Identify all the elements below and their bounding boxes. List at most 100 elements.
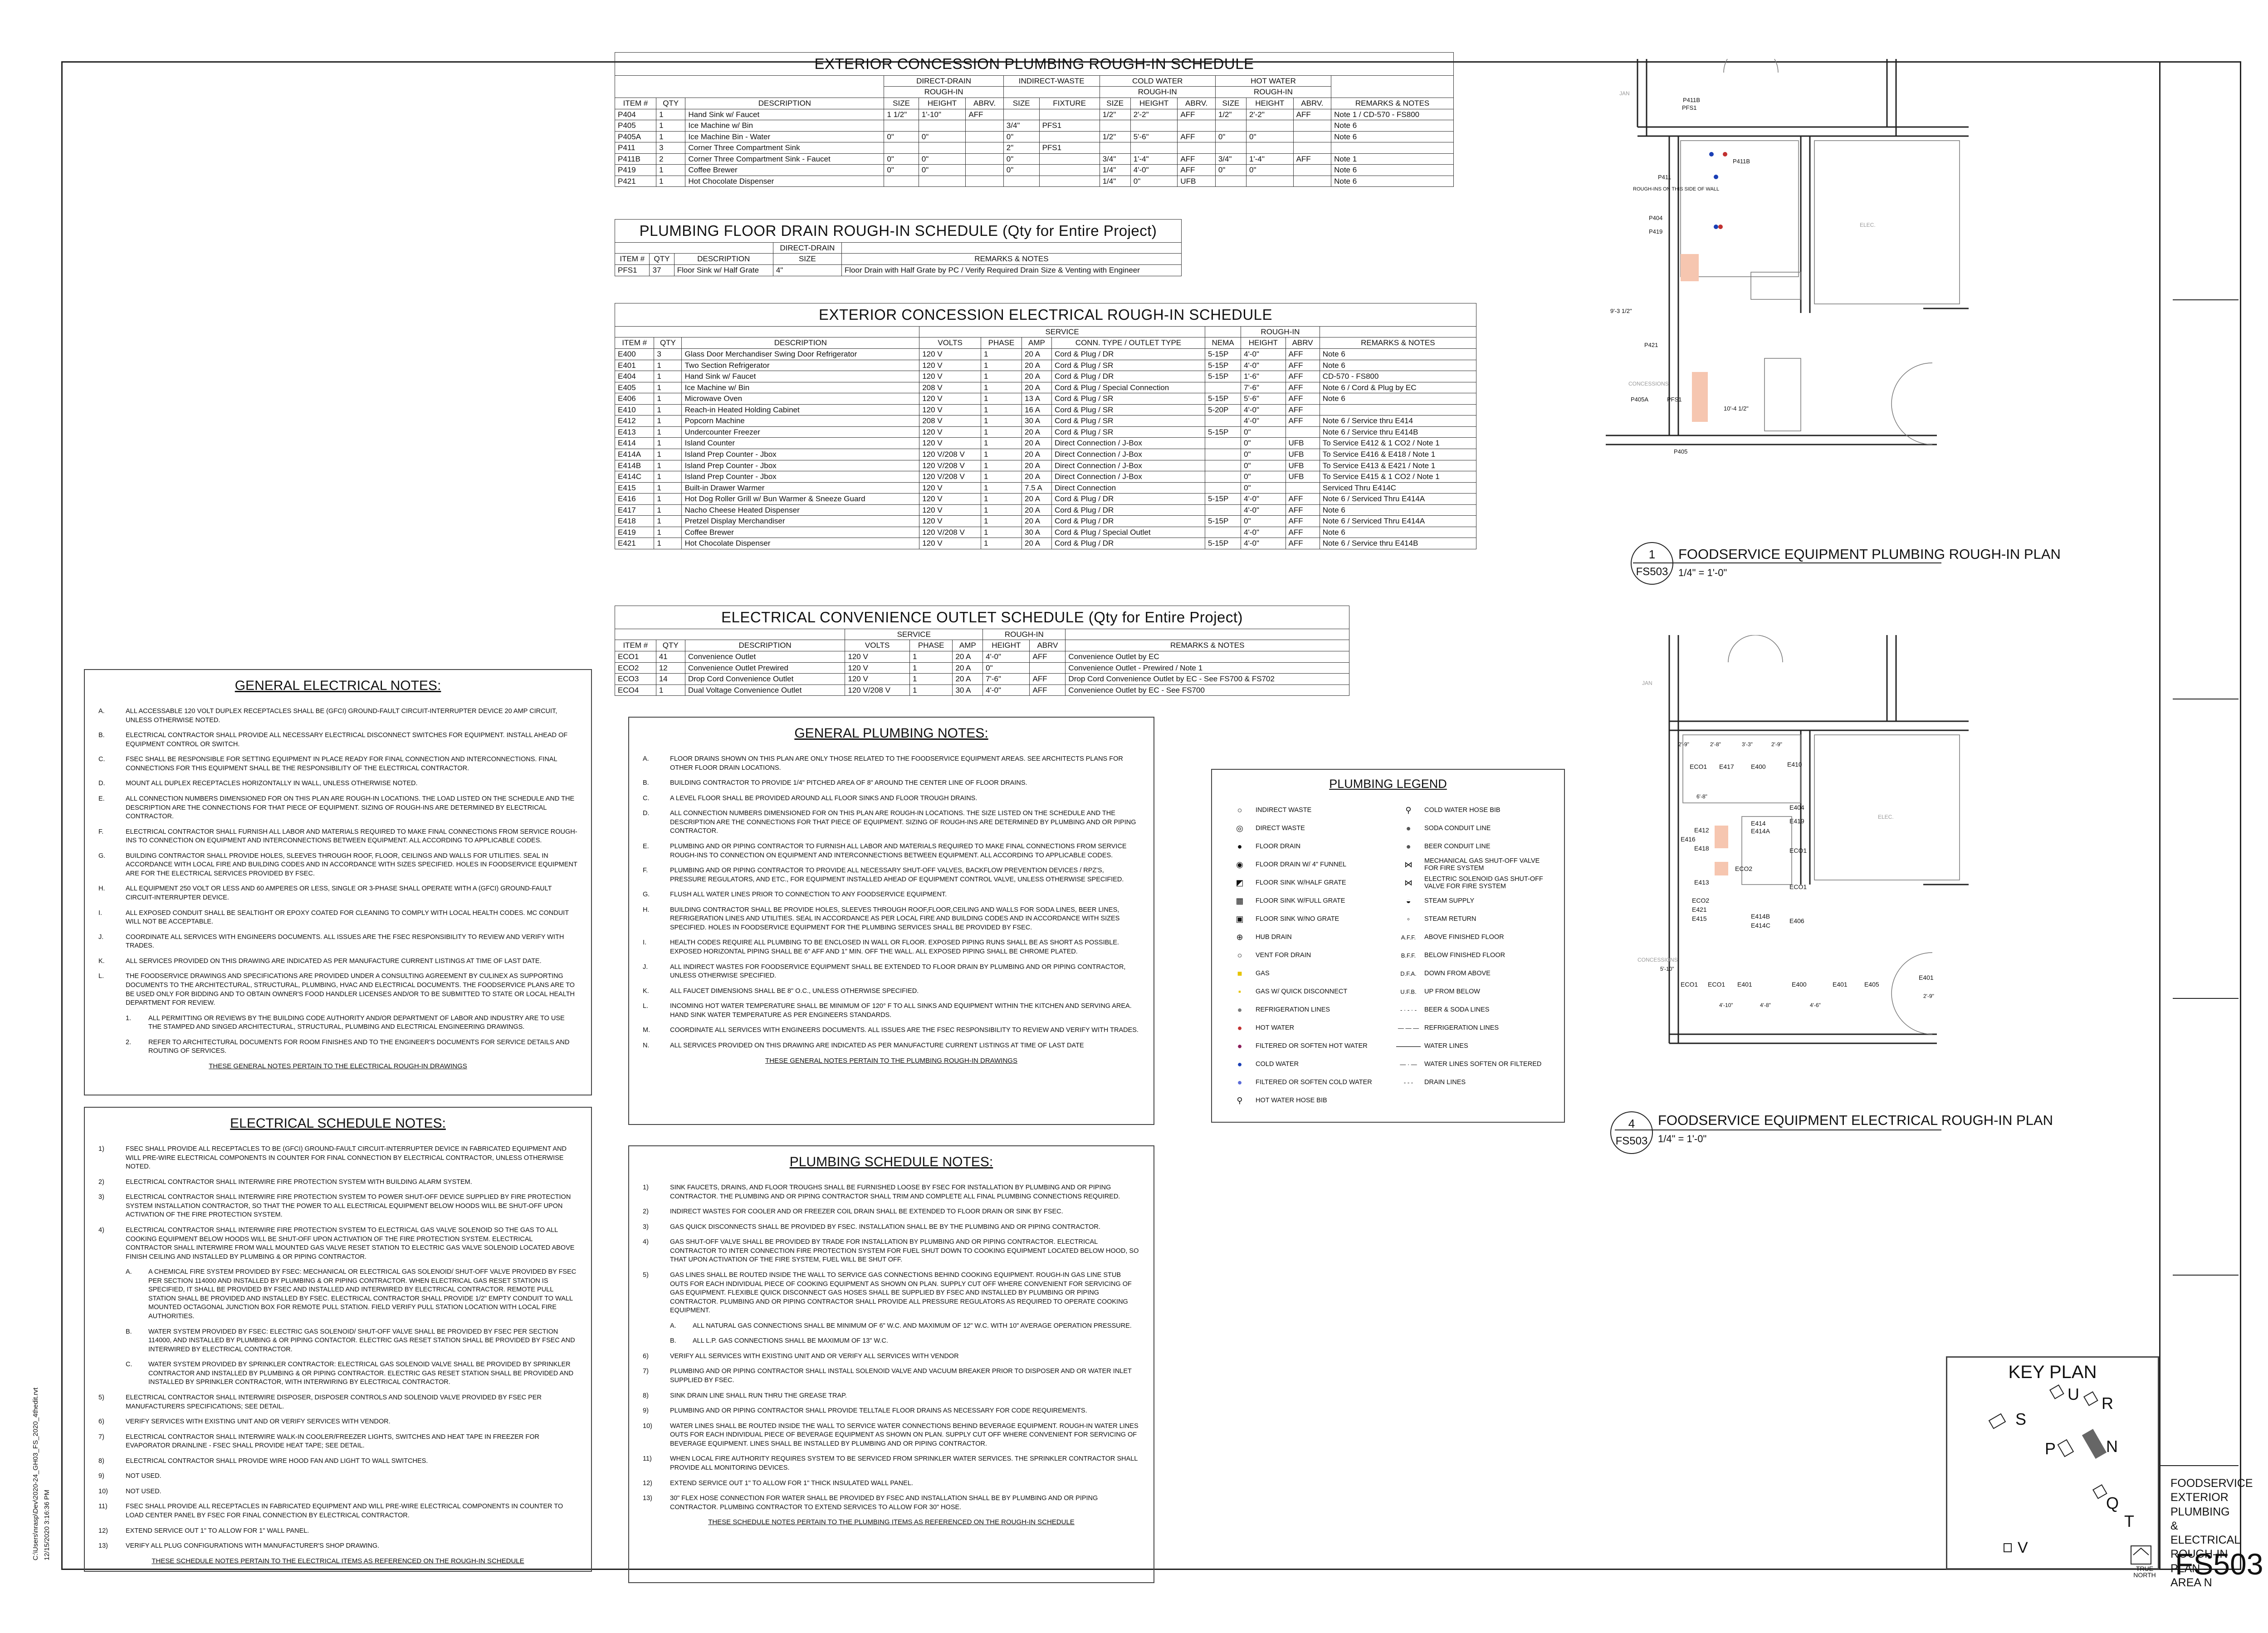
- note-item: 11)FSEC SHALL PROVIDE ALL RECEPTACLES IN…: [98, 1502, 577, 1520]
- note-key: 8): [98, 1457, 104, 1465]
- note-text: 30" FLEX HOSE CONNECTION FOR WATER SHALL…: [670, 1495, 1098, 1511]
- table-cell: [884, 142, 919, 154]
- note-key: H.: [643, 906, 650, 914]
- table-cell: E410: [614, 404, 655, 416]
- plumbing-rough-in-plan: P411B PFS1 P411B P411 ROUGH-INS ON THIS …: [1606, 59, 1969, 455]
- note-text: PLUMBING AND OR PIPING CONTRACTOR SHALL …: [670, 1368, 1132, 1384]
- plan-tag: E405: [1864, 981, 1879, 988]
- table-cell: AFF: [1029, 684, 1066, 696]
- note-item: B.BUILDING CONTRACTOR TO PROVIDE 1/4" PI…: [643, 779, 1140, 788]
- table-cell: 1: [654, 515, 682, 527]
- table-cell: [1204, 437, 1242, 449]
- plan-dim: 2'-9": [1771, 741, 1782, 748]
- table-cell: 5-15P: [1204, 359, 1242, 372]
- table-cell: AFF: [1285, 404, 1320, 416]
- table-cell: 1: [981, 448, 1022, 460]
- note-text: NOT USED.: [126, 1472, 161, 1480]
- note-text: WATER SYSTEM PROVIDED BY FSEC: ELECTRIC …: [148, 1328, 575, 1353]
- table-cell: Cord & Plug / Special Connection: [1051, 381, 1205, 394]
- legend-item: ●BEER CONDUIT LINE: [1393, 837, 1552, 856]
- convenience-outlet-schedule: ELECTRICAL CONVENIENCE OUTLET SCHEDULE (…: [614, 606, 1349, 696]
- note-text: COORDINATE ALL SERVICES WITH ENGINEERS D…: [670, 1027, 1139, 1034]
- table-cell: Convenience Outlet - Prewired / Note 1: [1065, 662, 1349, 674]
- group-service: SERVICE: [845, 628, 983, 640]
- column-header: QTY: [649, 253, 675, 265]
- table-cell: Floor Sink w/ Half Grate: [674, 264, 773, 276]
- table-cell: Cord & Plug / DR: [1051, 504, 1205, 516]
- legend-label: FILTERED OR SOFTEN COLD WATER: [1256, 1079, 1372, 1086]
- legend-label: HOT WATER HOSE BIB: [1256, 1097, 1327, 1104]
- plumbing-schedule-notes: PLUMBING SCHEDULE NOTES: 1)SINK FAUCETS,…: [628, 1145, 1154, 1583]
- table-cell: AFF: [1285, 415, 1320, 427]
- note-text: ELECTRICAL CONTRACTOR SHALL PROVIDE WIRE…: [126, 1457, 428, 1465]
- legend-label: BELOW FINISHED FLOOR: [1424, 952, 1505, 959]
- table-cell: Hand Sink w/ Faucet: [685, 108, 885, 121]
- table-cell: 0": [1215, 164, 1247, 176]
- note-text: ELECTRICAL CONTRACTOR SHALL INTERWIRE FI…: [126, 1193, 571, 1219]
- column-header: SIZE: [1003, 98, 1040, 109]
- note-key: 2.: [126, 1038, 132, 1046]
- table-cell: E418: [614, 515, 655, 527]
- table-cell: UFB: [1285, 460, 1320, 472]
- table-cell: 0": [1241, 482, 1286, 494]
- table-cell: 1: [654, 538, 682, 549]
- note-text: ALL INDIRECT WASTES FOR FOODSERVICE EQUI…: [670, 963, 1126, 980]
- table-cell: AFF: [1285, 348, 1320, 360]
- table-cell: [1130, 120, 1178, 132]
- table-cell: 5-15P: [1204, 426, 1242, 438]
- note-text: PLUMBING AND OR PIPING CONTRACTOR SHALL …: [670, 1407, 1087, 1415]
- column-header: CONN. TYPE / OUTLET TYPE: [1051, 337, 1205, 349]
- column-header: SIZE: [884, 98, 919, 109]
- table-cell: E412: [614, 415, 655, 427]
- schedule-title: EXTERIOR CONCESSION ELECTRICAL ROUGH-IN …: [615, 303, 1476, 326]
- table-cell: 120 V/208 V: [919, 460, 981, 472]
- note-item: I.ALL EXPOSED CONDUIT SHALL BE SEALTIGHT…: [98, 909, 577, 927]
- note-text: ALL PERMITTING OR REVIEWS BY THE BUILDIN…: [148, 1014, 565, 1031]
- table-cell: E416: [614, 493, 655, 505]
- column-header: HEIGHT: [1130, 98, 1178, 109]
- plan-dim: 4'-8": [1760, 1002, 1771, 1008]
- note-key: G.: [98, 852, 106, 860]
- table-cell: To Service E416 & E418 / Note 1: [1319, 448, 1477, 460]
- floor-sink-no-grate-icon: ▣: [1236, 914, 1244, 924]
- table-cell: Hot Chocolate Dispenser: [685, 175, 885, 187]
- note-text: ALL CONNECTION NUMBERS DIMENSIONED FOR O…: [126, 795, 575, 821]
- note-text: FSEC SHALL BE RESPONSIBLE FOR SETTING EQ…: [126, 756, 557, 772]
- plan-tag: ECO1: [1681, 981, 1698, 988]
- table-cell: 0": [884, 153, 919, 165]
- legend-label: REFRIGERATION LINES: [1424, 1024, 1499, 1032]
- table-cell: Corner Three Compartment Sink: [685, 142, 885, 154]
- table-cell: 2'-2": [1246, 108, 1294, 121]
- key-letter: Q: [2106, 1494, 2119, 1512]
- table-cell: 120 V: [919, 538, 981, 549]
- note-text: VERIFY ALL SERVICES WITH EXISTING UNIT A…: [670, 1352, 959, 1360]
- table-cell: AFF: [1285, 381, 1320, 394]
- plan-tag: E410: [1787, 761, 1802, 768]
- legend-label: FLOOR DRAIN: [1256, 843, 1301, 850]
- table-cell: Cord & Plug / DR: [1051, 538, 1205, 549]
- table-cell: Undercounter Freezer: [681, 426, 920, 438]
- table-cell: 208 V: [919, 415, 981, 427]
- plan-tag: E416: [1681, 836, 1696, 843]
- note-text: FLOOR DRAINS SHOWN ON THIS PLAN ARE ONLY…: [670, 755, 1123, 772]
- legend-label: WATER LINES SOFTEN OR FILTERED: [1424, 1061, 1542, 1068]
- table-cell: Popcorn Machine: [681, 415, 920, 427]
- column-header: HEIGHT: [1246, 98, 1294, 109]
- plan-tag: E412: [1694, 826, 1709, 834]
- note-text: REFER TO ARCHITECTURAL DOCUMENTS FOR ROO…: [148, 1038, 570, 1055]
- table-cell: Glass Door Merchandiser Swing Door Refri…: [681, 348, 920, 360]
- note-key: 12): [643, 1479, 652, 1487]
- column-header: ITEM #: [615, 640, 656, 652]
- legend-item: ◉FLOOR DRAIN W/ 4" FUNNEL: [1224, 856, 1383, 874]
- note-key: 2): [98, 1178, 104, 1186]
- table-cell: Dual Voltage Convenience Outlet: [684, 684, 846, 696]
- legend-label: FLOOR DRAIN W/ 4" FUNNEL: [1256, 861, 1347, 868]
- legend-item: ●REFRIGERATION LINES: [1224, 1001, 1383, 1019]
- note-key: 3): [643, 1223, 649, 1231]
- note-text: SINK FAUCETS, DRAINS, AND FLOOR TROUGHS …: [670, 1184, 1120, 1200]
- filtered-cold-water-icon: ●: [1237, 1077, 1242, 1087]
- legend-label: SODA CONDUIT LINE: [1424, 825, 1491, 832]
- table-cell: 120 V: [919, 404, 981, 416]
- note-item: 10)NOT USED.: [98, 1487, 577, 1496]
